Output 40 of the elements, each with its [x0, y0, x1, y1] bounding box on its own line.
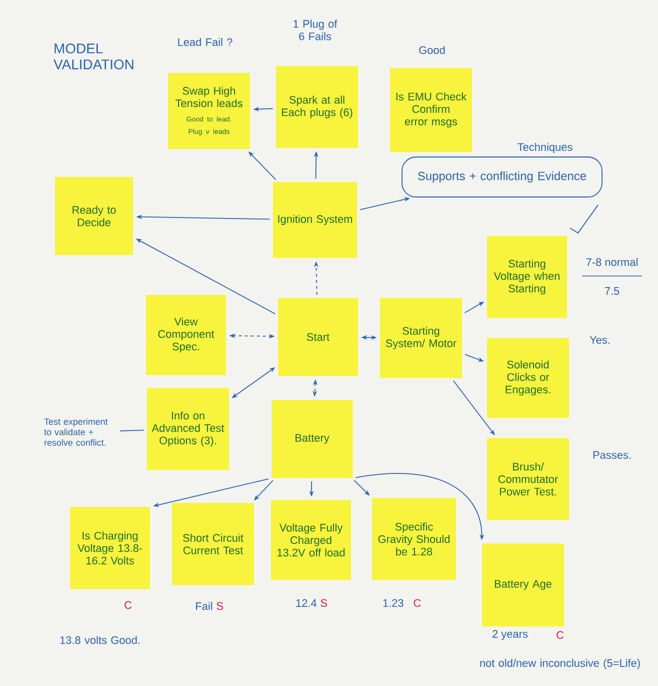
sticky-note: Is Charging Voltage 13.8-16.2 Volts: [70, 507, 150, 589]
annotation: 13.8 volts Good.: [60, 636, 140, 644]
sticky-note: Solenoid Clicks or Engages.: [487, 338, 569, 418]
sticky-note: Short Circuit Current Test: [172, 503, 254, 585]
sticky-note: View Component Spec.: [146, 295, 226, 375]
annotation: 7-8 normal: [586, 258, 638, 266]
sticky-note: Battery Age: [482, 544, 564, 626]
rounded-outline-box: Supports + conflicting Evidence: [402, 156, 602, 198]
sticky-note: Starting Voltage when Starting: [487, 236, 567, 318]
annotation: S: [216, 602, 223, 610]
sticky-note: Ignition System: [273, 182, 357, 258]
annotation: 12.4: [296, 599, 316, 607]
sticky-note: Battery: [272, 400, 352, 478]
sticky-note: Start: [278, 298, 358, 376]
annotation: C: [556, 631, 564, 639]
handwritten-note: Test experiment to validate + resolve conflict.: [44, 418, 108, 446]
sticky-note: Brush/ Commutator Power Test.: [487, 438, 569, 520]
sticky-note: Info on Advanced Test Options (3).: [147, 388, 229, 470]
annotation: C: [124, 601, 132, 609]
leader-line: [120, 430, 144, 432]
annotation: C: [414, 599, 421, 607]
annotation: S: [320, 599, 327, 607]
sticky-note: Starting System/ Motor: [380, 298, 462, 378]
sticky-note: Ready to Decide: [55, 177, 133, 255]
sticky-note: Specific Gravity Should be 1.28: [372, 498, 456, 580]
sticky-note: Voltage Fully Charged 13.2V off load: [271, 500, 351, 580]
annotation: not old/new inconclusive (5=Life): [480, 658, 640, 670]
annotation: 1 Plug of 6 Fails: [294, 20, 338, 40]
annotation: Passes.: [593, 451, 630, 459]
annotation: Yes.: [590, 336, 610, 344]
title: MODEL VALIDATION: [54, 44, 134, 70]
annotation: Techniques: [518, 142, 572, 154]
annotation: 7.5: [604, 287, 620, 295]
annotation: Good: [419, 46, 445, 54]
annotation: 1.23: [383, 599, 404, 607]
annotation: Lead Fail ?: [178, 38, 232, 46]
annotation: 2 years: [492, 630, 528, 640]
sticky-note: Is EMU Check Confirm error msgs: [390, 68, 472, 152]
annotation: Fail: [196, 602, 212, 610]
sticky-note: Spark at all Each plugs (6): [276, 66, 358, 148]
